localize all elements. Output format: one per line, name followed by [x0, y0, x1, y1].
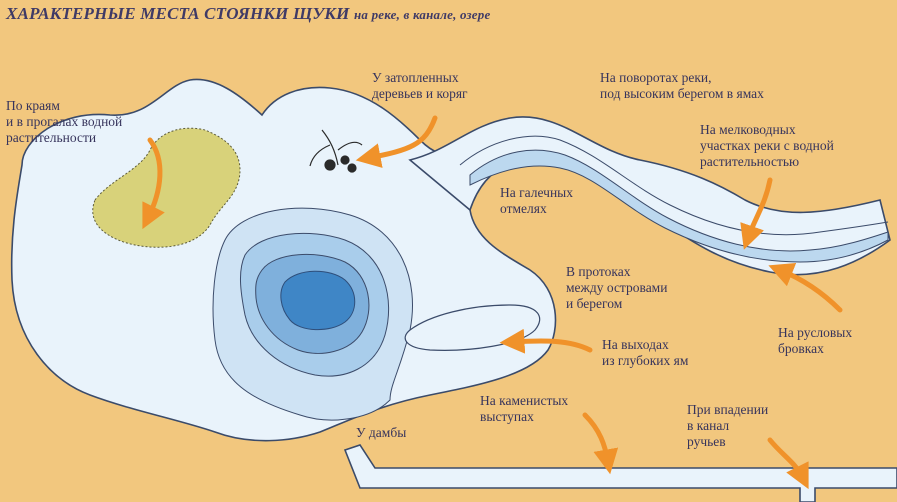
arrow-deep-pits: [499, 328, 593, 354]
canal: [343, 444, 897, 502]
label-island-channels: В протоках между островами и берегом: [566, 264, 668, 311]
river-thalweg-1: [459, 135, 889, 236]
vegetation-patch: [92, 127, 241, 248]
arrow-channel-edges: [768, 263, 843, 313]
river-thalweg-2: [469, 149, 889, 263]
page-title: ХАРАКТЕРНЫЕ МЕСТА СТОЯНКИ ЩУКИ на реке, …: [6, 4, 490, 24]
label-channel-edges: На русловых бровках: [778, 325, 853, 356]
label-flooded-trees: У затопленных деревьев и коряг: [372, 70, 468, 101]
arrow-shallow: [740, 177, 773, 250]
arrow-stream: [767, 437, 809, 490]
arrow-rocky: [582, 412, 619, 475]
label-vegetation-edges: По краям и в прогалах водной растительно…: [6, 98, 123, 145]
label-dam: У дамбы: [356, 425, 407, 440]
label-rocky-ledges: На каменистых выступах: [480, 393, 569, 424]
depth-pit: [280, 270, 356, 331]
label-river-bends: На поворотах реки, под высоким берегом в…: [600, 70, 764, 101]
pointer-arrows: [142, 115, 843, 490]
label-deep-pit-exits: На выходах из глубоких ям: [602, 337, 689, 368]
label-stream-inflow: При впадении в канал ручьев: [687, 402, 769, 449]
arrow-vegetation: [142, 137, 165, 230]
label-shallow-vegetation: На мелководных участках реки с водной ра…: [700, 122, 834, 169]
label-pebble-shoals: На галечных отмелях: [500, 185, 573, 216]
flooded-trees-icon: [309, 129, 363, 173]
title-main: ХАРАКТЕРНЫЕ МЕСТА СТОЯНКИ ЩУКИ: [6, 4, 350, 23]
title-sub: на реке, в канале, озере: [354, 7, 491, 22]
arrow-trees: [355, 115, 438, 168]
